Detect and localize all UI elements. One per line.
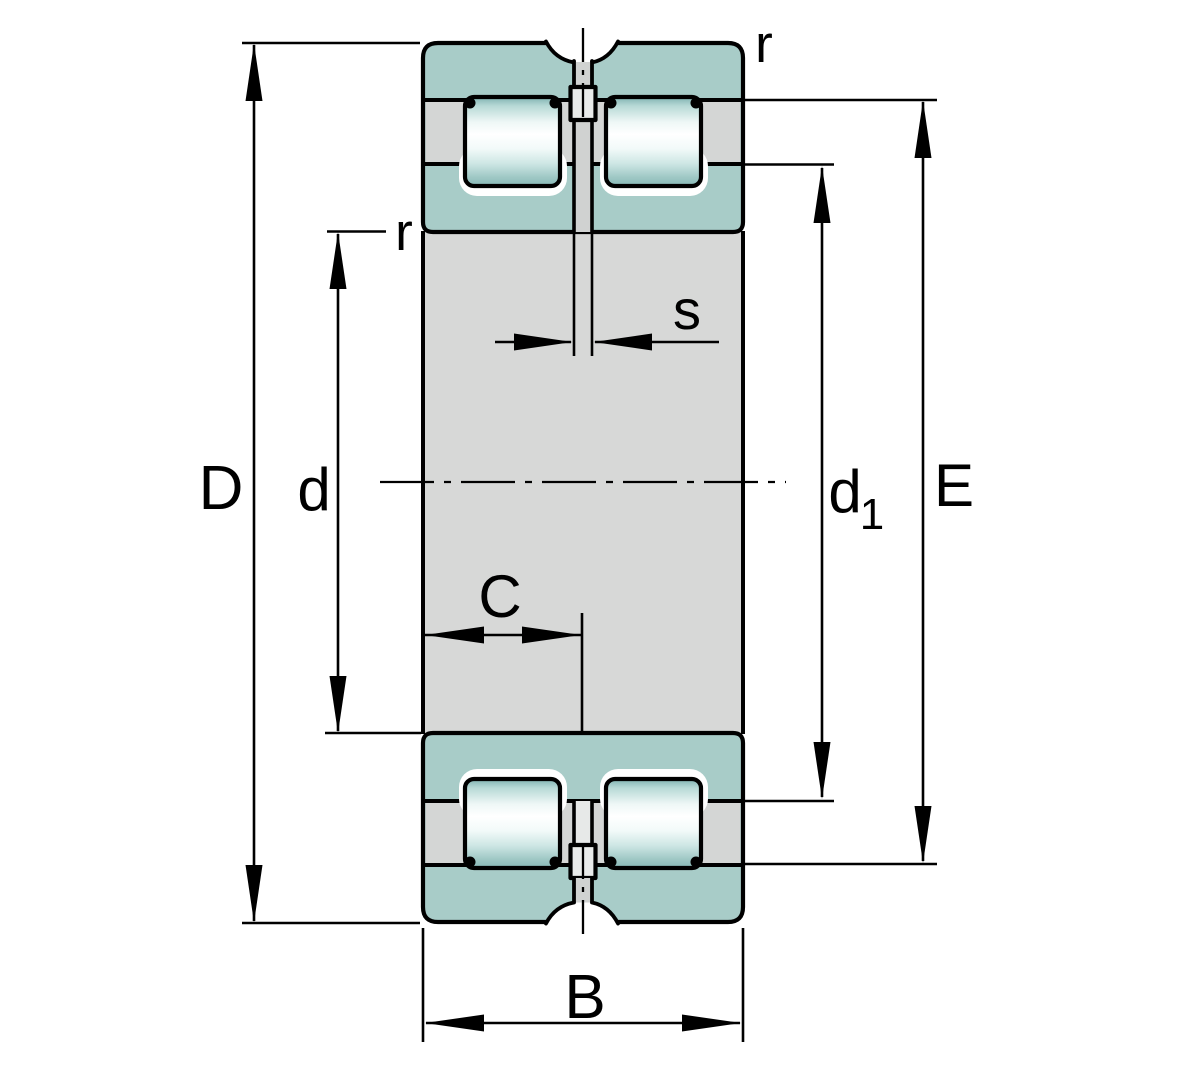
E-arrow-down: [914, 806, 932, 863]
dimension-s: s: [495, 232, 719, 356]
label-gap-s: s: [673, 278, 701, 341]
bottom-pocket-dot-1: [464, 856, 476, 868]
label-raceway-diameter-E: E: [934, 452, 974, 519]
dimension-E: E: [745, 98, 974, 866]
s-arrow-right: [514, 333, 573, 351]
D-arrow-down: [245, 865, 263, 923]
bottom-right-roller: [603, 776, 704, 871]
bearing-top-section: [420, 28, 746, 235]
d-arrow-down: [329, 676, 347, 733]
top-notch-left-curve: [544, 39, 576, 65]
label-bore-diameter-d: d: [297, 456, 330, 523]
bottom-notch-left-curve: [544, 900, 576, 926]
C-arrow-right: [522, 626, 581, 644]
bottom-notch-right-curve: [590, 900, 620, 926]
d1-arrow-up: [813, 166, 831, 223]
B-arrow-right: [682, 1014, 741, 1032]
top-pocket-dot-4: [690, 97, 702, 109]
bottom-center-gap-fill: [574, 801, 592, 845]
dimension-B: B: [421, 928, 745, 1042]
top-notch-right-curve: [590, 39, 620, 65]
label-shoulder-diameter-d1-sub: 1: [860, 490, 884, 539]
dimension-d: d: [297, 230, 421, 735]
bearing-bottom-section: [420, 730, 746, 937]
bottom-pocket-dot-2: [549, 856, 561, 868]
dimension-d1: d 1: [745, 163, 884, 803]
bottom-left-roller: [462, 776, 563, 871]
top-pocket-dot-2: [549, 97, 561, 109]
dimensions: D d r r C s: [199, 15, 974, 1042]
top-pocket-dot-1: [464, 97, 476, 109]
top-right-roller: [603, 94, 704, 189]
dimension-D: D: [199, 41, 420, 925]
bottom-pocket-dot-4: [690, 856, 702, 868]
label-shoulder-diameter-d1: d: [828, 458, 861, 525]
label-ring-width-C: C: [478, 563, 521, 630]
label-chamfer-r-outer: r: [755, 15, 773, 74]
C-arrow-left: [425, 626, 484, 644]
bearing-body: [420, 28, 746, 937]
E-arrow-up: [914, 100, 932, 158]
label-chamfer-r-bore: r: [395, 203, 413, 262]
s-arrow-left: [593, 333, 652, 351]
top-pocket-dot-3: [605, 97, 617, 109]
dimension-C: C: [425, 563, 584, 731]
d1-arrow-down: [813, 742, 831, 799]
top-center-gap-fill: [574, 120, 592, 232]
B-arrow-left: [425, 1014, 484, 1032]
label-outer-diameter-D: D: [199, 454, 244, 523]
label-total-width-B: B: [564, 963, 605, 1032]
d-arrow-up: [329, 232, 347, 289]
D-arrow-up: [245, 43, 263, 101]
bottom-pocket-dot-3: [605, 856, 617, 868]
top-left-roller: [462, 94, 563, 189]
